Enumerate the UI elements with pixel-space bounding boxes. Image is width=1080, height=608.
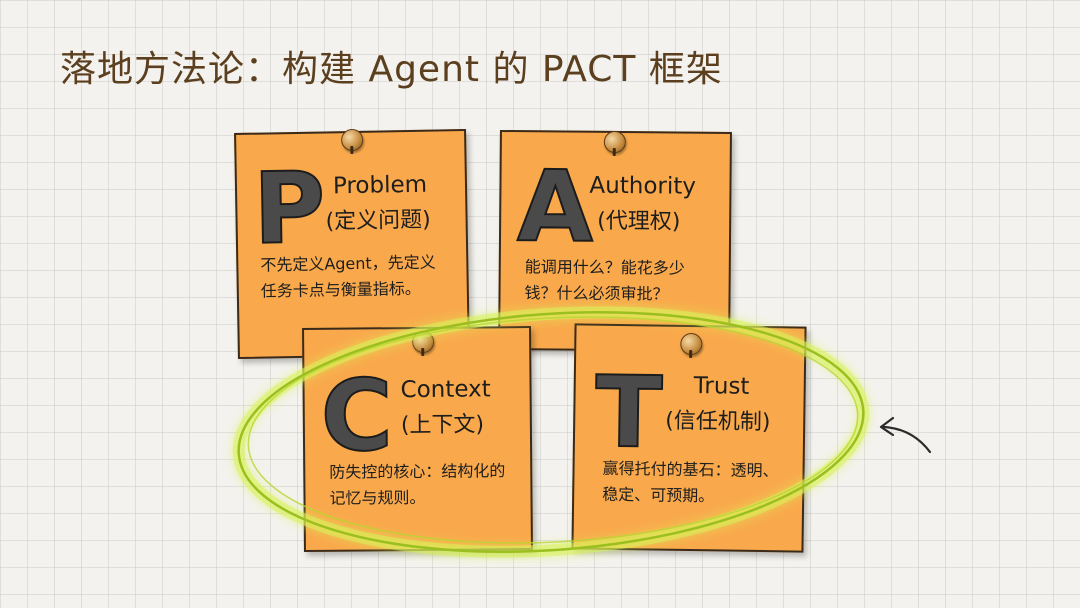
note-chinese-title: (上下文) <box>400 412 485 439</box>
note-description: 不先定义Agent，先定义任务卡点与衡量指标。 <box>260 252 436 301</box>
note-english-title: Context <box>400 376 491 404</box>
note-description: 赢得托付的基石：透明、稳定、可预期。 <box>602 458 779 506</box>
note-english-title: Trust <box>693 373 750 400</box>
pin-icon <box>412 330 435 354</box>
note-chinese-title: (代理权) <box>597 208 681 235</box>
note-problem: P Problem (定义问题) 不先定义Agent，先定义任务卡点与衡量指标。 <box>234 128 470 360</box>
pin-icon <box>680 332 703 356</box>
note-trust: T Trust (信任机制) 赢得托付的基石：透明、稳定、可预期。 <box>571 323 807 553</box>
note-description: 防失控的核心：结构化的记忆与规则。 <box>329 461 506 508</box>
pin-icon <box>603 130 626 154</box>
note-description: 能调用什么？能花多少钱？什么必须审批？ <box>524 257 685 304</box>
pin-icon <box>340 128 364 152</box>
page-title: 落地方法论：构建 Agent 的 PACT 框架 <box>60 49 723 90</box>
note-letter: C <box>319 358 394 475</box>
note-context: C Context (上下文) 防失控的核心：结构化的记忆与规则。 <box>302 326 533 552</box>
note-english-title: Authority <box>589 172 697 200</box>
note-letter: A <box>516 149 595 266</box>
note-letter: P <box>251 150 327 267</box>
note-authority: A Authority (代理权) 能调用什么？能花多少钱？什么必须审批？ <box>498 129 732 353</box>
note-chinese-title: (信任机制) <box>665 408 771 436</box>
note-letter: T <box>594 355 664 472</box>
note-english-title: Problem <box>332 171 428 200</box>
note-chinese-title: (定义问题) <box>325 207 431 235</box>
